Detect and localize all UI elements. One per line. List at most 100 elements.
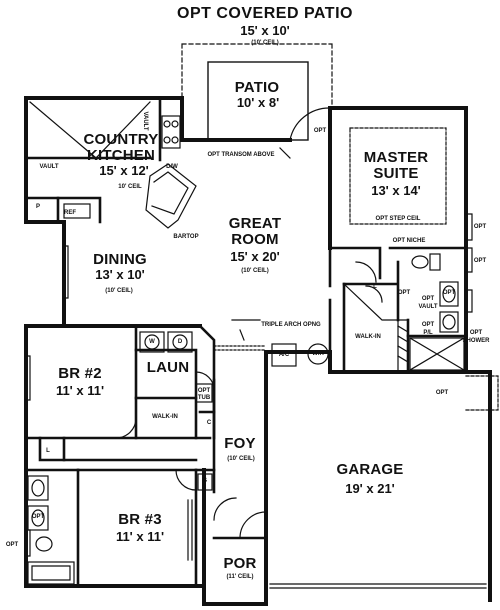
cooktop — [161, 115, 181, 149]
covered-patio-dims: 15' x 10' — [240, 23, 290, 38]
opt-niche-label: OPT NICHE — [392, 238, 426, 244]
great-room-label-1: GREAT — [228, 215, 282, 232]
opt-door-label: OPT — [313, 128, 327, 134]
closet-s — [197, 473, 213, 491]
patio-label: PATIO — [234, 79, 280, 96]
covered-patio-title: OPT COVERED PATIO — [177, 5, 353, 22]
dishwasher-label: D/W — [166, 164, 178, 170]
master-toilet — [411, 255, 429, 269]
pantry-label: P — [35, 204, 40, 210]
kitchen-vault-top: VAULT — [142, 111, 148, 131]
br3-door-swing — [175, 469, 197, 491]
bath2-opt-vanity — [27, 505, 49, 531]
garage-door — [269, 583, 487, 589]
garage-dims: 19' x 21' — [345, 481, 395, 496]
master-step-ceil: OPT STEP CEIL — [375, 216, 421, 222]
br3-label: BR #3 — [118, 511, 162, 528]
wall-linen — [38, 436, 66, 462]
kitchen-label-2: KITCHEN — [86, 147, 156, 164]
br2-walkin-label: WALK-IN — [152, 414, 178, 420]
vault-lines — [29, 101, 151, 159]
triple-arch-label: TRIPLE ARCH OPNG — [261, 322, 321, 328]
laundry-label: LAUN — [146, 359, 190, 376]
laundry-opt-1: OPT — [197, 388, 211, 394]
opt-tub-master: OPT — [442, 290, 456, 296]
br3-dims: 11' x 11' — [115, 529, 165, 544]
kitchen-vault-side: VAULT — [39, 164, 59, 170]
great-room-dims: 15' x 20' — [230, 249, 280, 264]
bath2-toilet — [35, 536, 53, 552]
dining-label: DINING — [93, 251, 147, 268]
washer-label: W — [149, 339, 155, 345]
bath2-opt-side: OPT — [5, 542, 19, 548]
wall-kitchen-top — [24, 96, 184, 142]
transom-label: OPT TRANSOM ABOVE — [207, 152, 275, 158]
opt-shower — [409, 337, 465, 371]
garage-label: GARAGE — [336, 461, 404, 478]
wall-ref — [56, 196, 102, 224]
laundry-tub — [195, 383, 213, 403]
br2-label: BR #2 — [58, 365, 102, 382]
wall-left-lower — [24, 324, 206, 588]
wall-foyer-closet — [194, 468, 216, 494]
patio-door-swing — [289, 107, 331, 141]
opt-shower-1: OPT — [469, 330, 483, 336]
bath2-vanity — [27, 475, 49, 501]
bartop-counter — [145, 163, 197, 229]
br2-door-swing — [115, 417, 137, 439]
great-room-ceiling: (10' CEIL) — [241, 268, 269, 274]
opt-shower-2: SHOWER — [462, 338, 490, 344]
bartop-label: BARTOP — [173, 234, 199, 240]
dining-ceiling: (10' CEIL) — [105, 288, 133, 294]
master-label-2: SUITE — [373, 165, 419, 182]
foyer-door-swing — [239, 511, 267, 539]
right-opt-2: OPT — [473, 258, 487, 264]
master-linen-label: L — [373, 284, 377, 290]
kitchen-label-1: COUNTRY — [83, 131, 159, 148]
window-right-1 — [465, 213, 473, 241]
dining-window — [63, 245, 69, 299]
laundry-opt-2: TUB — [197, 395, 211, 401]
opt-pl-2: P/L — [423, 330, 433, 336]
great-room-label-2: ROOM — [231, 231, 279, 248]
washer — [139, 331, 165, 353]
right-opt-patio: OPT — [435, 390, 449, 396]
window-right-2 — [465, 247, 473, 273]
triple-arch — [213, 345, 267, 351]
ref-label: REF — [64, 210, 76, 216]
kitchen-dims: 15' x 12' — [99, 163, 149, 178]
master-opt-2: OPT — [397, 290, 411, 296]
closet-s-label: S — [202, 478, 207, 484]
opt-sink — [439, 311, 459, 333]
master-walkin-label: WALK-IN — [355, 334, 381, 340]
window-right-3 — [465, 289, 473, 313]
wall-master-bath — [328, 246, 382, 280]
bath2-opt-label: OPT — [31, 514, 45, 520]
opt-vanity — [439, 281, 459, 307]
wall-master-top — [328, 106, 468, 374]
porch-ceiling: (11' CEIL) — [226, 574, 254, 580]
opt-pl-1: OPT — [421, 322, 435, 328]
dryer — [167, 331, 193, 353]
kitchen-ceiling: 10' CEIL — [118, 184, 142, 190]
porch-label: POR — [223, 555, 257, 572]
master-step-ceiling — [349, 127, 447, 225]
closet-c-label: C — [206, 420, 212, 426]
wall-pantry — [24, 196, 60, 224]
master-label-1: MASTER — [363, 149, 429, 166]
kitchen-sink — [63, 203, 91, 219]
opt-vault-2: VAULT — [418, 304, 438, 310]
opt-vault-1: OPT — [421, 296, 435, 302]
bath2-tub — [27, 561, 75, 585]
patio-dims: 10' x 8' — [236, 95, 280, 110]
foyer-label: FOY — [224, 435, 256, 452]
master-dims: 13' x 14' — [371, 183, 421, 198]
wall-left-upper — [24, 96, 66, 224]
wall-laundry — [134, 348, 198, 400]
opt-garage-patio — [465, 375, 499, 411]
right-opt-1: OPT — [473, 224, 487, 230]
covered-patio-ceiling: (10' CEIL) — [251, 40, 279, 46]
transom-leader — [279, 147, 291, 159]
master-door-swing — [355, 261, 377, 283]
